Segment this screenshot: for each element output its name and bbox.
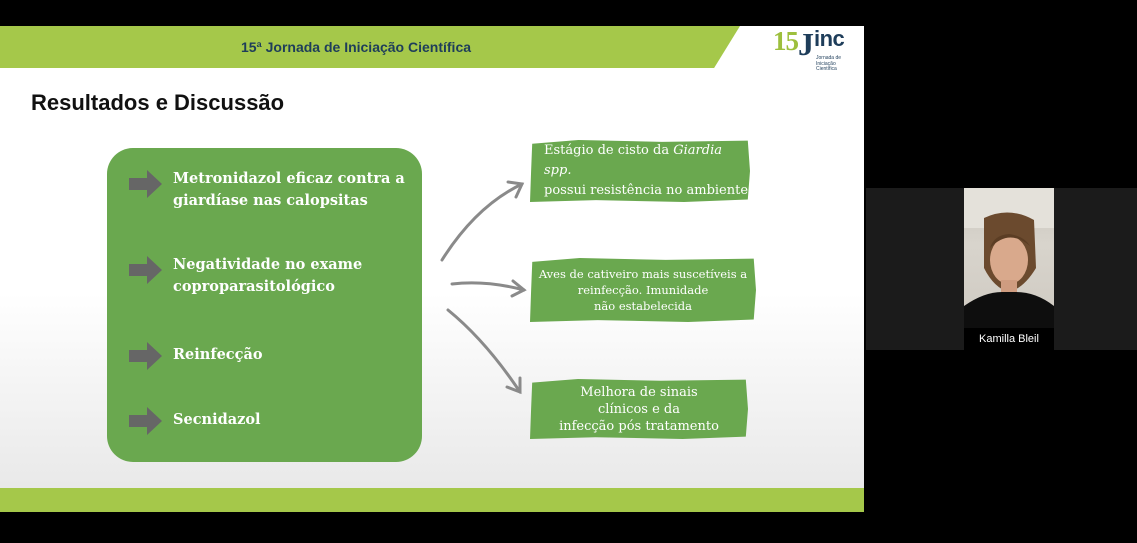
right-arrow-icon [129, 407, 162, 435]
result-improvement: Melhora de sinais clínicos e da infecção… [530, 379, 748, 439]
finding-item: Reinfecção [129, 340, 263, 371]
finding-label: Negatividade no exame coproparasitológic… [173, 256, 363, 295]
finding-item: Secnidazol [129, 405, 261, 436]
participant-name: Kamilla Bleil [964, 328, 1054, 350]
result-species: Giardia spp. [544, 143, 722, 178]
connector-middle [450, 281, 526, 292]
participant-video[interactable] [964, 188, 1054, 328]
logo-number: 15 [773, 26, 799, 56]
jinc-logo: 15 J inc Jornada de Iniciação Científica [770, 26, 856, 72]
finding-item: Negatividade no exame coproparasitológic… [129, 254, 383, 298]
connector-down [446, 308, 522, 394]
right-arrow-icon [129, 170, 162, 198]
finding-label: Reinfecção [173, 346, 263, 363]
logo-subtitle: Jornada de Iniciação Científica [816, 55, 842, 72]
result-text: não estabelecida [593, 299, 692, 313]
result-text: clínicos e da [598, 401, 680, 417]
connector-up [440, 182, 524, 262]
result-text: Melhora de sinais [580, 384, 698, 400]
logo-letter: J [798, 26, 814, 62]
slide-title: Resultados e Discussão [31, 90, 285, 115]
header-band [0, 26, 740, 68]
finding-item: Metronidazol eficaz contra a giardíase n… [129, 168, 413, 212]
result-text: possui resistência no ambiente [544, 183, 749, 198]
right-arrow-icon [129, 342, 162, 370]
participant-avatar [964, 188, 1054, 328]
result-text: infecção pós tratamento [559, 418, 719, 434]
result-text: Estágio de cisto da [544, 143, 674, 158]
right-arrow-icon [129, 256, 162, 284]
findings-box: Metronidazol eficaz contra a giardíase n… [107, 148, 422, 462]
header-title: 15ª Jornada de Iniciação Científica [240, 39, 472, 55]
connector-arrows [440, 180, 527, 395]
footer-band [0, 488, 864, 512]
finding-label: Metronidazol eficaz contra a giardíase n… [173, 170, 405, 209]
result-text: reinfecção. Imunidade [577, 283, 709, 297]
presentation-slide: 15ª Jornada de Iniciação Científica 15 J… [0, 26, 864, 512]
result-reinfection: Aves de cativeiro mais suscetíveis a rei… [530, 258, 756, 322]
finding-label: Secnidazol [173, 411, 261, 428]
logo-text: inc [814, 26, 845, 51]
result-cyst-resistance: Estágio de cisto da Giardia spp. possui … [530, 140, 750, 202]
result-text: Aves de cativeiro mais suscetíveis a [538, 267, 748, 281]
